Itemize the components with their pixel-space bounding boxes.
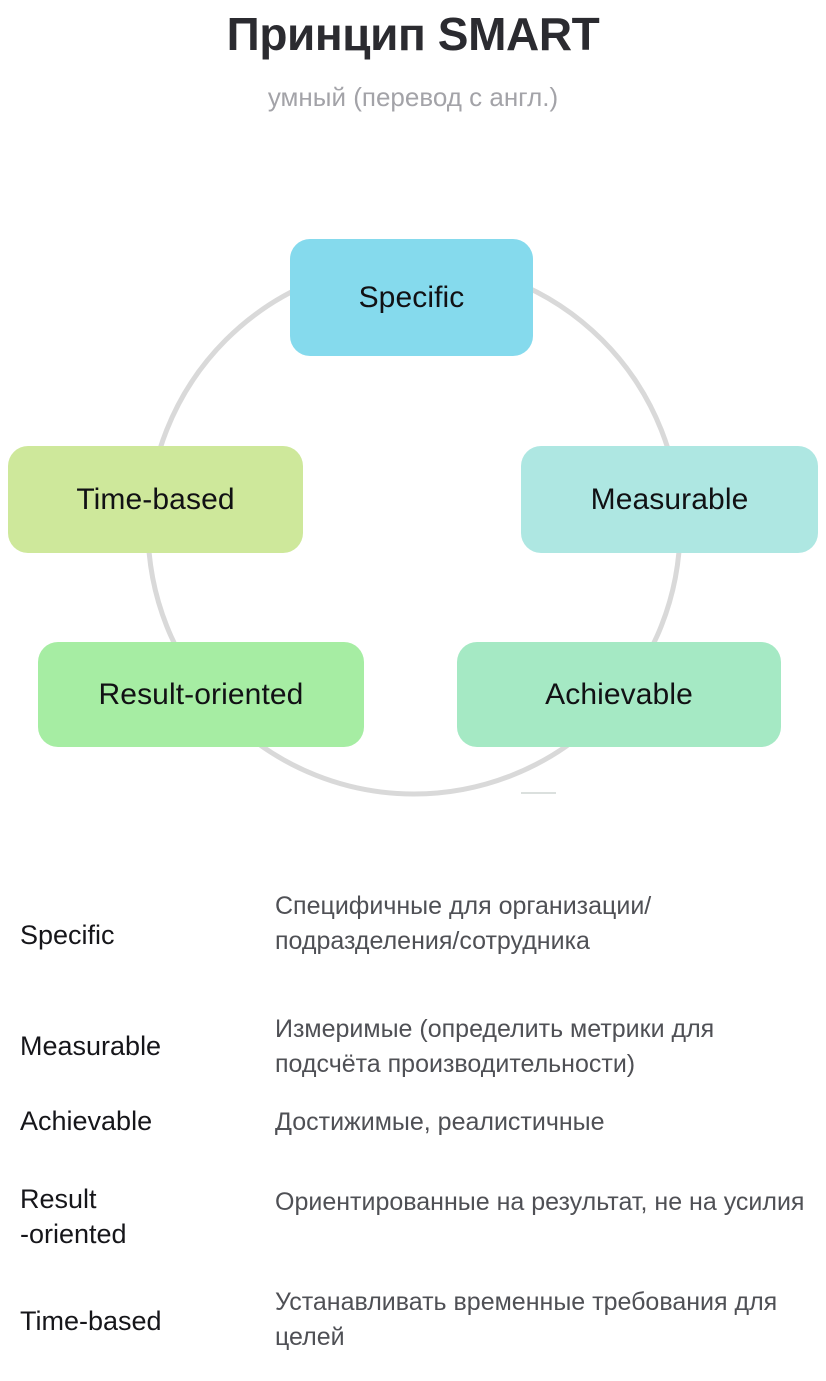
definition-row: Time-based Устанавливать временные требо… xyxy=(0,1277,826,1367)
node-result-oriented-label: Result-oriented xyxy=(98,677,304,711)
node-time-based-label: Time-based xyxy=(76,482,235,516)
definition-term: Result -oriented xyxy=(20,1184,127,1249)
smart-cycle-diagram: Specific Measurable Achievable Result-or… xyxy=(0,200,826,850)
node-result-oriented[interactable]: Result-oriented xyxy=(38,642,364,747)
definition-description: Ориентированные на результат, не на усил… xyxy=(275,1188,805,1216)
definition-description: Достижимые, реалистичные xyxy=(275,1108,605,1136)
page-subtitle: умный (перевод с англ.) xyxy=(267,81,559,112)
definition-row: Result -oriented Ориентированные на резу… xyxy=(0,1177,826,1277)
node-measurable-label: Measurable xyxy=(590,482,749,516)
definition-term: Achievable xyxy=(20,1106,153,1136)
definition-description: Специфичные для организации/подразделени… xyxy=(275,892,652,955)
definition-description: Измеримые (определить метрики для подсчё… xyxy=(275,1015,715,1078)
node-achievable[interactable]: Achievable xyxy=(457,642,781,747)
definition-row: Measurable Измеримые (определить метрики… xyxy=(0,1002,826,1097)
definition-term: Specific xyxy=(20,920,115,950)
node-time-based[interactable]: Time-based xyxy=(8,446,303,553)
node-achievable-label: Achievable xyxy=(545,677,693,711)
node-specific[interactable]: Specific xyxy=(290,239,533,356)
header: Принцип SMART умный (перевод с англ.) xyxy=(0,0,826,113)
definitions-list: Specific Специфичные для организации/под… xyxy=(0,880,826,1367)
definition-row: Specific Специфичные для организации/под… xyxy=(0,880,826,1002)
definition-description: Устанавливать временные требования для ц… xyxy=(275,1288,778,1351)
definition-term: Measurable xyxy=(20,1031,162,1061)
definition-term: Time-based xyxy=(20,1306,162,1336)
node-specific-label: Specific xyxy=(358,280,465,314)
definition-row: Achievable Достижимые, реалистичные xyxy=(0,1097,826,1177)
node-measurable[interactable]: Measurable xyxy=(521,446,818,553)
page-title: Принцип SMART xyxy=(226,8,600,60)
